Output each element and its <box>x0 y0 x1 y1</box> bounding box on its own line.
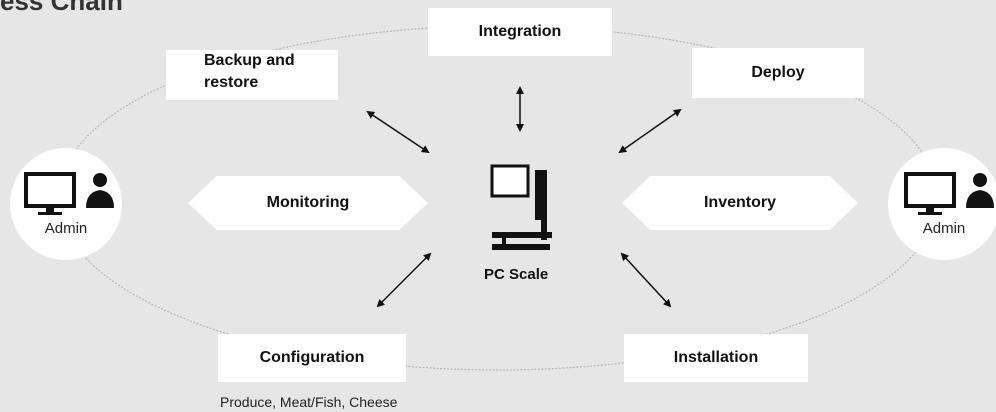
admin-icons-left <box>24 172 114 215</box>
configuration-label: Configuration <box>259 349 365 366</box>
inventory-label: Inventory <box>703 194 776 211</box>
arrow-installation <box>620 252 672 308</box>
pc-scale-icon <box>490 164 552 250</box>
inventory-hex: Inventory <box>622 176 858 230</box>
admin-left: Admin <box>10 148 122 260</box>
configuration-box: Configuration <box>218 334 406 382</box>
monitor-icon <box>904 172 956 215</box>
backup-label-line1: Backup and <box>204 52 295 69</box>
deploy-box: Deploy <box>692 48 864 98</box>
installation-label: Installation <box>673 349 759 366</box>
arrow-backup <box>366 110 430 154</box>
arrow-deploy <box>618 108 682 154</box>
user-icon <box>86 173 114 208</box>
admin-left-label: Admin <box>44 220 88 237</box>
pc-scale-label: PC Scale <box>484 266 549 283</box>
admin-right: Admin <box>888 148 996 260</box>
installation-box: Installation <box>624 334 808 382</box>
title-fragment: ess Chain <box>0 0 123 16</box>
configuration-caption: Produce, Meat/Fish, Cheese <box>220 394 398 410</box>
monitor-icon <box>24 172 76 215</box>
backup-label-line2: restore <box>204 74 259 91</box>
integration-box: Integration <box>428 8 612 56</box>
admin-icons-right <box>904 172 994 215</box>
monitoring-hex: Monitoring <box>188 176 428 230</box>
integration-label: Integration <box>478 23 562 40</box>
deploy-label: Deploy <box>751 64 805 81</box>
admin-right-label: Admin <box>922 220 966 237</box>
backup-box: Backup and restore <box>166 50 338 100</box>
monitoring-label: Monitoring <box>266 194 350 211</box>
arrow-configuration <box>376 252 432 308</box>
user-icon <box>966 173 994 208</box>
